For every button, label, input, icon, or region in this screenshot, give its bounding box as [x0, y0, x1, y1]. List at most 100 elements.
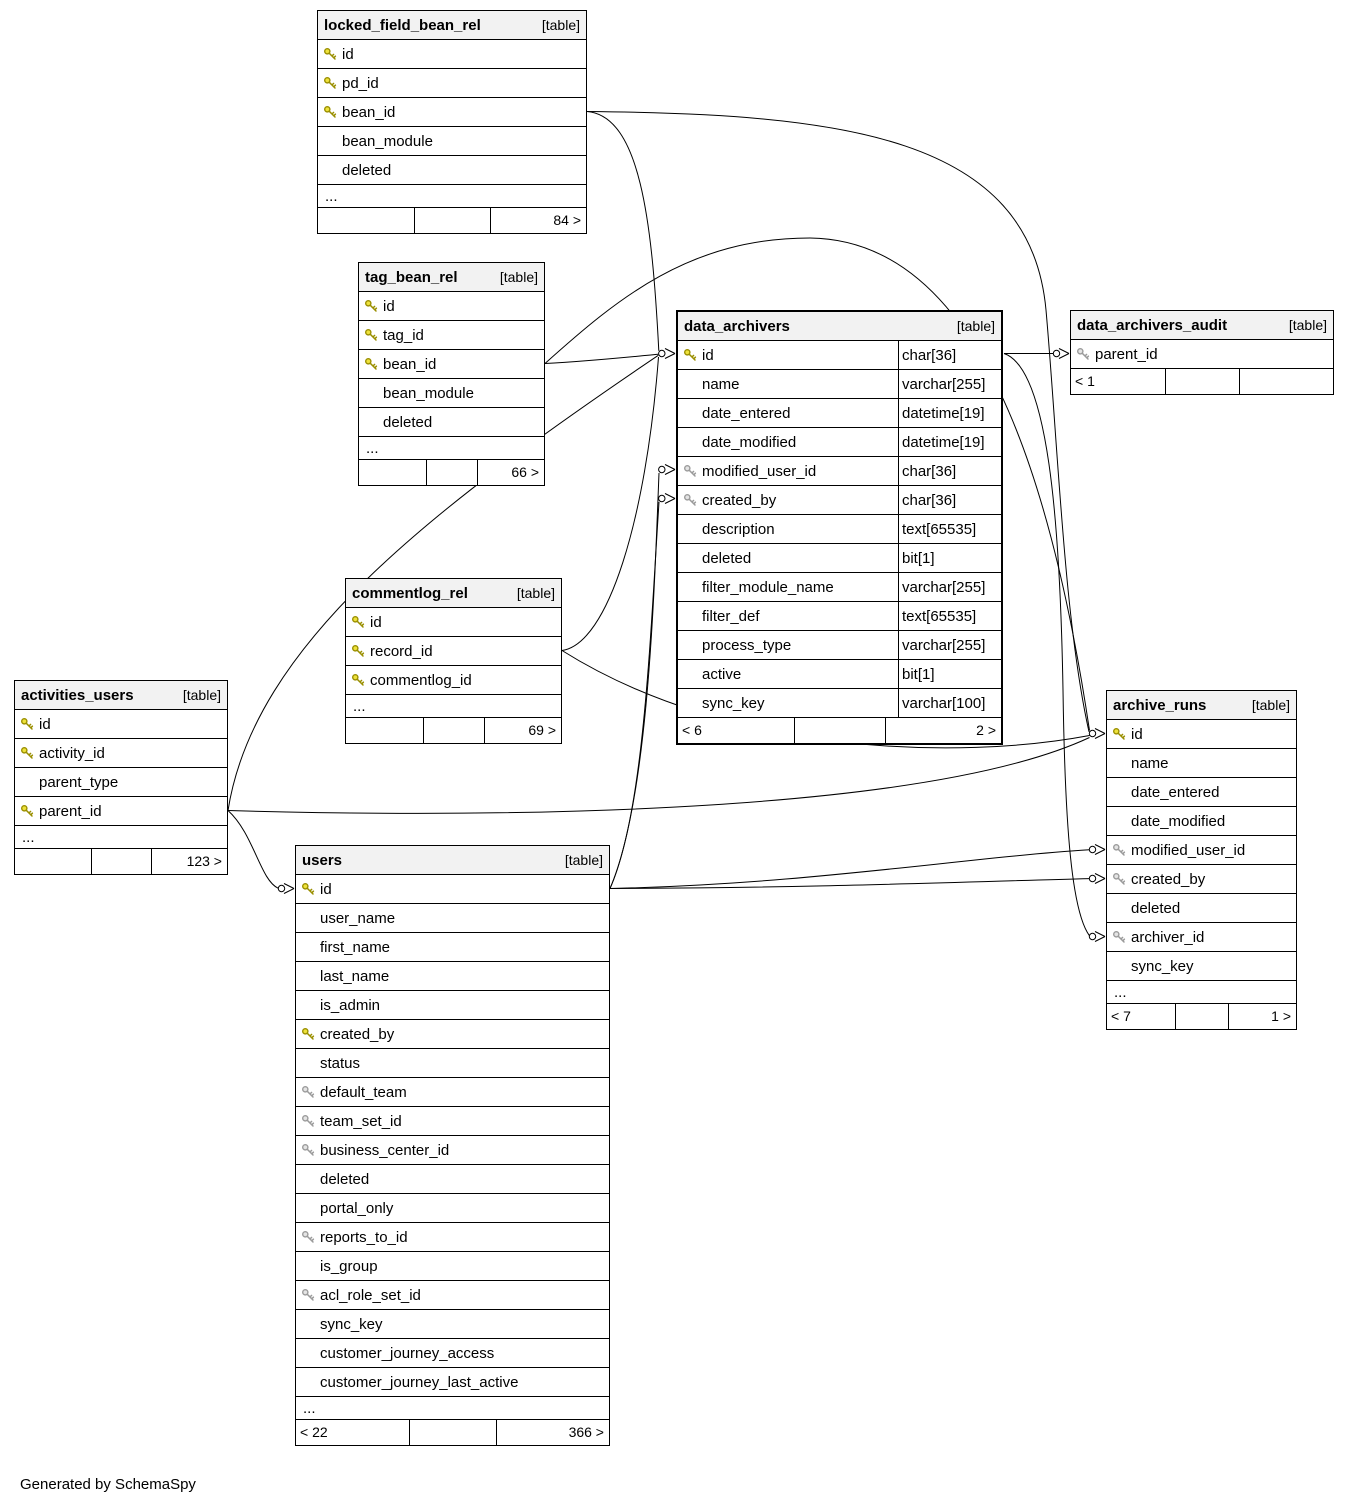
- primary-key-icon: [359, 357, 383, 371]
- column-row-name[interactable]: name: [1107, 749, 1296, 778]
- column-row-bean_module[interactable]: bean_module: [359, 379, 544, 408]
- footer-parent-count: < 6: [682, 722, 702, 738]
- table-data_archivers_audit[interactable]: data_archivers_audit[table]parent_id< 1: [1070, 310, 1334, 395]
- table-tag: [table]: [182, 687, 221, 703]
- table-footer: 123 >: [15, 849, 227, 874]
- column-row-team_set_id[interactable]: team_set_id: [296, 1107, 609, 1136]
- column-name: is_group: [320, 1257, 378, 1275]
- column-name: id: [342, 45, 354, 63]
- column-row-id[interactable]: id: [359, 292, 544, 321]
- table-header[interactable]: locked_field_bean_rel[table]: [318, 11, 586, 40]
- column-row-customer_journey_access[interactable]: customer_journey_access: [296, 1339, 609, 1368]
- foreign-key-icon: [1107, 930, 1131, 944]
- column-row-record_id[interactable]: record_id: [346, 637, 561, 666]
- column-row-bean_id[interactable]: bean_id: [359, 350, 544, 379]
- foreign-key-icon: [1107, 872, 1131, 886]
- column-name: activity_id: [39, 744, 105, 762]
- column-row-pd_id[interactable]: pd_id: [318, 69, 586, 98]
- column-row-date_entered[interactable]: date_entered: [1107, 778, 1296, 807]
- table-header[interactable]: tag_bean_rel[table]: [359, 263, 544, 292]
- column-row-sync_key[interactable]: sync_key: [1107, 952, 1296, 981]
- table-header[interactable]: activities_users[table]: [15, 681, 227, 710]
- column-name: parent_id: [39, 802, 102, 820]
- column-row-parent_type[interactable]: parent_type: [15, 768, 227, 797]
- column-row-sync_key[interactable]: sync_key: [296, 1310, 609, 1339]
- column-name: bean_id: [383, 355, 437, 373]
- column-row-parent_id[interactable]: parent_id: [1071, 340, 1333, 369]
- ellipsis-row: ...: [296, 1397, 609, 1420]
- column-row-created_by[interactable]: created_by: [296, 1020, 609, 1049]
- column-row-deleted[interactable]: deleted: [318, 156, 586, 185]
- column-row-business_center_id[interactable]: business_center_id: [296, 1136, 609, 1165]
- table-header[interactable]: data_archivers_audit[table]: [1071, 311, 1333, 340]
- column-row-last_name[interactable]: last_name: [296, 962, 609, 991]
- column-name: id: [39, 715, 51, 733]
- column-name: deleted: [1131, 899, 1181, 917]
- column-row-parent_id[interactable]: parent_id: [15, 797, 227, 826]
- crowfoot-users-id: [277, 883, 295, 894]
- column-row-user_name[interactable]: user_name: [296, 904, 609, 933]
- column-row-id[interactable]: id: [296, 875, 609, 904]
- column-row-first_name[interactable]: first_name: [296, 933, 609, 962]
- column-row-archiver_id[interactable]: archiver_id: [1107, 923, 1296, 952]
- column-row-default_team[interactable]: default_team: [296, 1078, 609, 1107]
- column-row-customer_journey_last_active[interactable]: customer_journey_last_active: [296, 1368, 609, 1397]
- table-header[interactable]: users[table]: [296, 846, 609, 875]
- column-row-id[interactable]: id: [346, 608, 561, 637]
- column-row-commentlog_id[interactable]: commentlog_id: [346, 666, 561, 695]
- column-row-id[interactable]: id: [1107, 720, 1296, 749]
- column-name: sync_key: [702, 694, 765, 712]
- table-header[interactable]: data_archivers[table]: [678, 312, 1001, 341]
- column-type: datetime[19]: [898, 428, 1001, 456]
- column-row-activity_id[interactable]: activity_id: [15, 739, 227, 768]
- column-name: modified_user_id: [1131, 841, 1246, 859]
- column-row-created_by[interactable]: created_by: [1107, 865, 1296, 894]
- column-row-acl_role_set_id[interactable]: acl_role_set_id: [296, 1281, 609, 1310]
- column-row-deleted[interactable]: deleted: [359, 408, 544, 437]
- column-row-bean_module[interactable]: bean_module: [318, 127, 586, 156]
- column-row-status[interactable]: status: [296, 1049, 609, 1078]
- rel-users-archive_runs-created_by: [609, 878, 1090, 889]
- column-row-deleted[interactable]: deleted: [1107, 894, 1296, 923]
- column-name: team_set_id: [320, 1112, 402, 1130]
- column-row-modified_user_id[interactable]: modified_user_id: [1107, 836, 1296, 865]
- ellipsis-row: ...: [359, 437, 544, 460]
- foreign-key-icon: [296, 1230, 320, 1244]
- column-row-reports_to_id[interactable]: reports_to_id: [296, 1223, 609, 1252]
- column-name: created_by: [320, 1025, 395, 1043]
- rel-activities_users-archive_runs: [227, 737, 1090, 814]
- column-row-deleted[interactable]: deleted: [296, 1165, 609, 1194]
- table-header[interactable]: archive_runs[table]: [1107, 691, 1296, 720]
- table-header[interactable]: commentlog_rel[table]: [346, 579, 561, 608]
- column-row-is_group[interactable]: is_group: [296, 1252, 609, 1281]
- column-row-bean_id[interactable]: bean_id: [318, 98, 586, 127]
- column-row-date_modified[interactable]: date_modified: [1107, 807, 1296, 836]
- column-row-id[interactable]: id: [318, 40, 586, 69]
- column-row-portal_only[interactable]: portal_only: [296, 1194, 609, 1223]
- column-row-is_admin[interactable]: is_admin: [296, 991, 609, 1020]
- column-row-id[interactable]: id: [15, 710, 227, 739]
- column-name: parent_type: [39, 773, 119, 791]
- column-row-tag_id[interactable]: tag_id: [359, 321, 544, 350]
- foreign-key-icon: [296, 1143, 320, 1157]
